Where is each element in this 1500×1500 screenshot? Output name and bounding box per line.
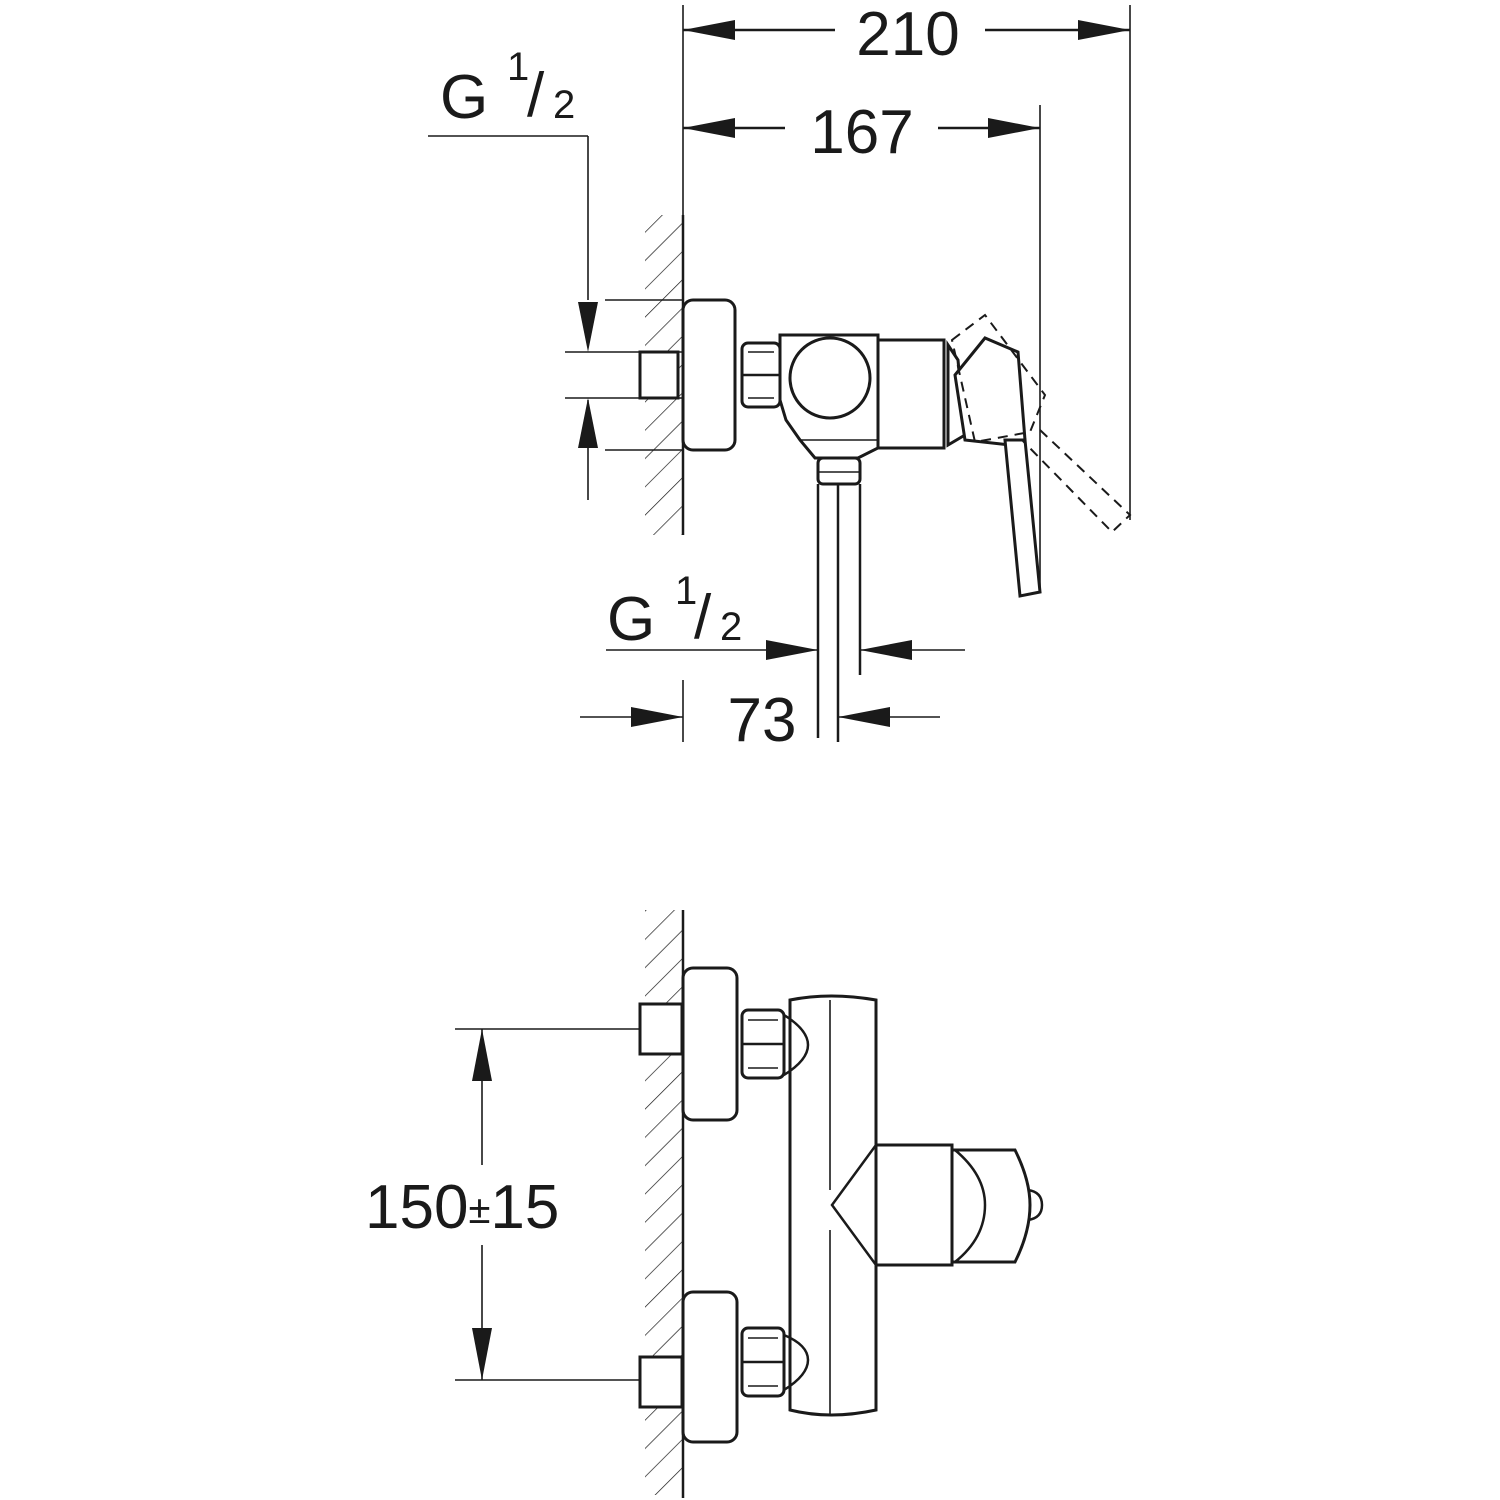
- bottom-inlet-front: [638, 1290, 786, 1444]
- lever-side: [946, 336, 1042, 598]
- handle-front: [874, 1143, 1044, 1267]
- inlet-thread-letter: G: [440, 63, 488, 132]
- top-inlet-front: [638, 966, 786, 1122]
- lever-alternate-position: [950, 313, 1132, 534]
- inlet-stub-side: [638, 350, 680, 400]
- dim-210-label: 210: [856, 0, 959, 69]
- inlet-thread-numerator: 1: [507, 45, 529, 89]
- top-hex-nut-front: [740, 1008, 786, 1080]
- escutcheon-side: [681, 298, 737, 452]
- bottom-hex-nut-front: [740, 1326, 786, 1398]
- dim-167-label: 167: [810, 98, 913, 167]
- wall-front: [645, 910, 685, 1498]
- dimension-150: 150±15: [365, 1028, 640, 1381]
- dimension-73: 73: [580, 680, 940, 755]
- outlet-thread-callout: G 1 / 2: [606, 569, 965, 660]
- inlet-thread-callout: G 1 / 2: [428, 45, 683, 500]
- mixer-body-side: [778, 333, 946, 460]
- outlet-thread-numerator: 1: [675, 569, 697, 613]
- outlet-thread-letter: G: [607, 585, 655, 654]
- outlet-thread-slash: /: [694, 583, 712, 652]
- front-view: 150±15: [365, 910, 1044, 1498]
- dimension-167: 167: [683, 98, 1040, 167]
- side-view: 210 167 G 1 / 2: [428, 0, 1132, 755]
- dimension-210: 210: [683, 0, 1130, 69]
- outlet-connector-side: [816, 456, 862, 742]
- inlet-thread-slash: /: [527, 61, 545, 130]
- dim-150-label: 150±15: [365, 1173, 559, 1242]
- inlet-thread-denominator: 2: [553, 83, 575, 127]
- dim-73-label: 73: [728, 686, 797, 755]
- outlet-thread-denominator: 2: [720, 605, 742, 649]
- mixer-body-front: [783, 994, 878, 1417]
- hex-nut-side: [740, 341, 782, 409]
